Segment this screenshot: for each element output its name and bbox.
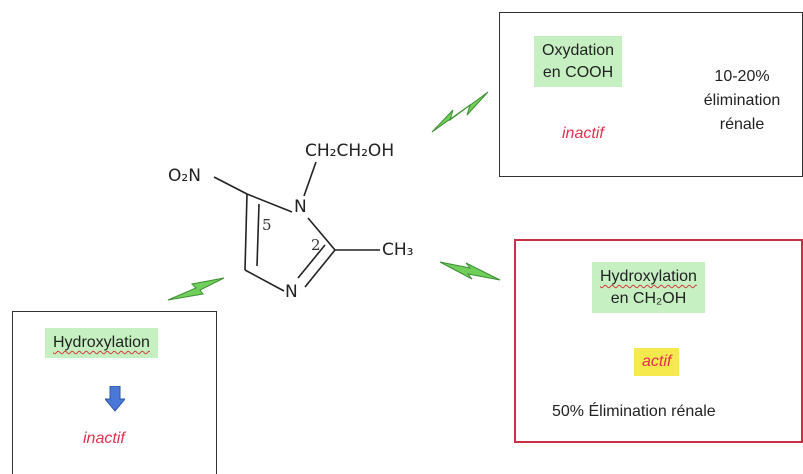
down-arrow-icon [105, 386, 125, 412]
methyl-group: CH₃ [382, 240, 414, 260]
oxidation-title: Oxydation en COOH [534, 36, 623, 88]
bond-n3-c2 [304, 249, 336, 288]
oxidation-box: Oxydation en COOH inactif 10-20% élimina… [499, 12, 803, 177]
ring-nitrogen-1: N [294, 197, 307, 217]
hydroxylation-status: inactif [83, 430, 125, 447]
hydroxylation-box: Hydroxylation inactif [12, 311, 217, 474]
ring-nitrogen-3: N [285, 282, 298, 302]
bond-c4-n3 [244, 269, 285, 292]
bond-c5-no2 [213, 176, 248, 195]
bond-c5-c4 [244, 193, 248, 271]
nitro-group: O₂N [168, 166, 201, 186]
bond-n3-c2-double [297, 244, 326, 279]
hydroxylation-ch2oh-elimination: 50% Élimination rénale [552, 403, 716, 420]
bond-n1-ch2 [303, 161, 317, 197]
bond-c2-n1 [307, 217, 336, 251]
bolt-icon-top [431, 91, 489, 133]
hydroxylation-ch2oh-status: actif [634, 348, 680, 376]
hydroxylation-ch2oh-title: Hydroxylation en CH₂OH [592, 262, 705, 314]
bond-n1-c5 [246, 193, 293, 213]
oxidation-elimination: 10-20% élimination rénale [703, 68, 781, 133]
oxidation-status: inactif [562, 125, 604, 142]
bolt-icon-left [167, 277, 225, 301]
hydroxylation-title: Hydroxylation [45, 328, 158, 358]
bolt-icon-right [439, 261, 501, 281]
substituent-hydroxyethyl: CH₂CH₂OH [305, 141, 395, 161]
position-2-label: 2 [311, 236, 321, 254]
hydroxylation-ch2oh-box: Hydroxylation en CH₂OH actif 50% Élimina… [514, 239, 803, 443]
position-5-label: 5 [262, 216, 272, 234]
bond-c5-c4-double [256, 203, 260, 267]
